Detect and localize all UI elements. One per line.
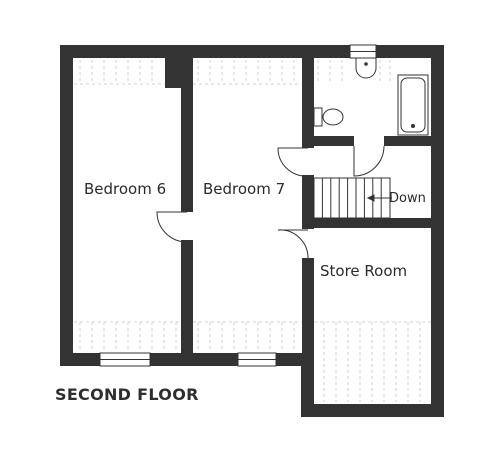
doors xyxy=(156,145,385,259)
wall-store-top xyxy=(308,218,434,228)
door-bathroom xyxy=(353,145,385,177)
bathroom-fixtures xyxy=(313,57,429,136)
wall-bathroom-left xyxy=(302,58,314,148)
room-label-bedroom7: Bedroom 7 xyxy=(203,180,286,198)
wall-top xyxy=(60,45,444,58)
wall-bed6-bed7-upper xyxy=(181,58,193,212)
toilet-icon xyxy=(322,108,344,126)
room-label-bedroom6: Bedroom 6 xyxy=(84,180,167,198)
wall-right xyxy=(431,45,444,417)
toilet-cistern xyxy=(313,107,323,127)
room-label-store-room: Store Room xyxy=(320,262,408,280)
bath-inner xyxy=(400,77,426,133)
door-bedroom7 xyxy=(277,147,309,177)
wall-bay-bottom xyxy=(301,404,444,417)
bath-drain xyxy=(411,124,415,128)
floor-title: SECOND FLOOR xyxy=(55,385,199,404)
wall-bathroom-bottom-left xyxy=(308,136,354,146)
stair-label-down: Down xyxy=(389,191,426,206)
sloped-ceiling-hatching xyxy=(74,60,431,402)
wall-bathroom-bottom-right xyxy=(384,136,436,146)
door-bedroom6 xyxy=(156,211,188,243)
wall-bed6-bed7-lower xyxy=(181,240,193,360)
windows xyxy=(99,44,377,367)
arrow-left-icon xyxy=(366,194,375,202)
wall-bay-left xyxy=(301,353,314,417)
door-store xyxy=(277,229,309,259)
wall-left xyxy=(60,45,73,366)
interior-walls xyxy=(165,58,436,360)
wall-landing-left xyxy=(302,175,314,229)
stair-arrow xyxy=(366,194,392,202)
wall-store-left xyxy=(302,258,314,358)
basin-tap xyxy=(364,62,368,66)
basin-icon xyxy=(355,57,377,79)
